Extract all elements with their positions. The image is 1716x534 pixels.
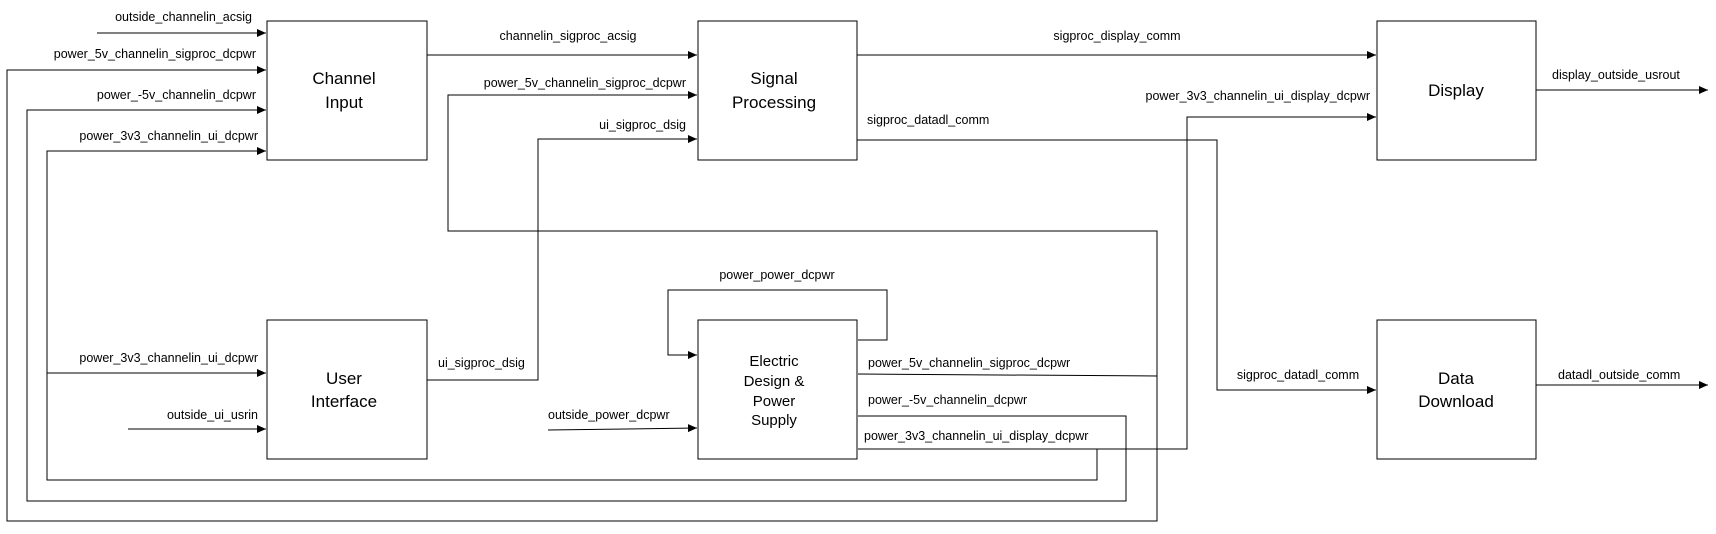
wire-power-power-dcpwr xyxy=(667,289,888,359)
block-power-supply[interactable]: Electric Design & Power Supply xyxy=(697,319,858,460)
block-power-supply-line1: Electric xyxy=(749,353,799,370)
label-sigproc-datadl-comm-in: sigproc_datadl_comm xyxy=(1237,368,1359,382)
label-power-3v3-out: power_3v3_channelin_ui_display_dcpwr xyxy=(864,429,1088,443)
block-power-supply-line4: Supply xyxy=(751,412,797,429)
label-outside-ui-usrin: outside_ui_usrin xyxy=(167,408,258,422)
block-power-supply-line3: Power xyxy=(753,393,796,410)
block-data-download[interactable]: Data Download xyxy=(1376,319,1537,460)
label-ui-sigproc-dsig-out: ui_sigproc_dsig xyxy=(438,356,525,370)
block-channel-input-line2: Input xyxy=(325,93,363,112)
wire-sigproc-datadl-comm xyxy=(857,139,1376,394)
label-power-5v-out: power_5v_channelin_sigproc_dcpwr xyxy=(868,356,1070,370)
label-ui-sigproc-dsig-in: ui_sigproc_dsig xyxy=(599,118,686,132)
block-user-interface-line2: Interface xyxy=(311,392,377,411)
wire-power-5v-to-channelin xyxy=(6,66,1158,522)
label-power-5v-in-sigproc: power_5v_channelin_sigproc_dcpwr xyxy=(484,76,686,90)
block-channel-input[interactable]: Channel Input xyxy=(266,20,428,161)
block-signal-processing-line1: Signal xyxy=(750,69,797,88)
label-power-power-dcpwr: power_power_dcpwr xyxy=(719,268,834,282)
block-data-download-line1: Data xyxy=(1438,369,1474,388)
label-sigproc-display-comm: sigproc_display_comm xyxy=(1053,29,1180,43)
wire-power-3v3-to-display xyxy=(858,113,1376,450)
wire-power-5v-to-sigproc xyxy=(447,91,1158,376)
label-power-3v3-in-channel: power_3v3_channelin_ui_dcpwr xyxy=(79,129,258,143)
label-power-5v-in-channel: power_5v_channelin_sigproc_dcpwr xyxy=(54,47,256,61)
label-power-3v3-in-ui: power_3v3_channelin_ui_dcpwr xyxy=(79,351,258,365)
block-power-supply-line2: Design & xyxy=(744,373,805,390)
label-power-neg5v-out: power_-5v_channelin_dcpwr xyxy=(868,393,1027,407)
label-outside-channelin-acsig: outside_channelin_acsig xyxy=(115,10,252,24)
label-power-3v3-in-display: power_3v3_channelin_ui_display_dcpwr xyxy=(1146,89,1370,103)
block-user-interface[interactable]: User Interface xyxy=(266,319,428,460)
block-data-download-line2: Download xyxy=(1418,392,1494,411)
label-power-neg5v-in-channel: power_-5v_channelin_dcpwr xyxy=(97,88,256,102)
label-channelin-sigproc-acsig: channelin_sigproc_acsig xyxy=(500,29,637,43)
label-datadl-outside-comm: datadl_outside_comm xyxy=(1558,368,1680,382)
block-signal-processing-line2: Processing xyxy=(732,93,816,112)
block-display[interactable]: Display xyxy=(1376,20,1537,161)
block-user-interface-line1: User xyxy=(326,369,362,388)
wire-outside-power-dcpwr xyxy=(547,424,698,433)
block-signal-processing[interactable]: Signal Processing xyxy=(697,20,858,161)
block-channel-input-line1: Channel xyxy=(312,69,375,88)
label-outside-power-dcpwr: outside_power_dcpwr xyxy=(548,408,670,422)
label-display-outside-usrout: display_outside_usrout xyxy=(1552,68,1680,82)
block-display-line1: Display xyxy=(1428,81,1484,100)
wire-power-neg5v-to-channelin xyxy=(26,106,1127,502)
wire-ui-sigproc-dsig xyxy=(427,135,697,381)
label-sigproc-datadl-comm-out: sigproc_datadl_comm xyxy=(867,113,989,127)
